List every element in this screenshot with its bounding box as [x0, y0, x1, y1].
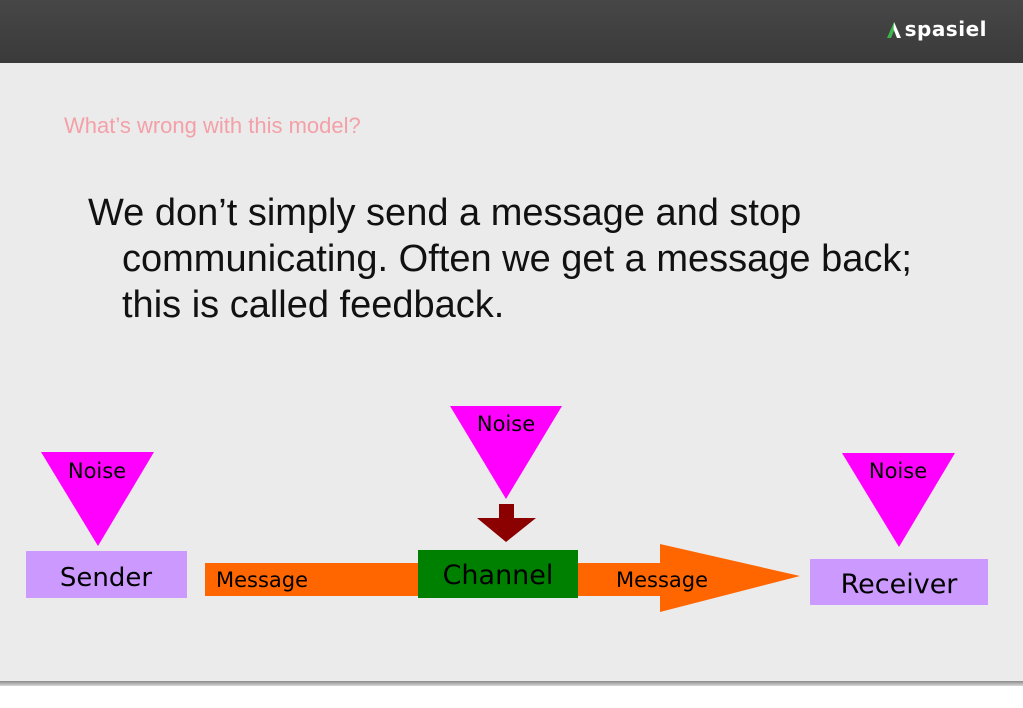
noise-right-triangle [842, 453, 955, 547]
logo: spasiel [886, 12, 987, 46]
logo-text: spasiel [904, 17, 987, 41]
slide-body-text: We don’t simply send a message and stop … [88, 192, 912, 326]
noise-center-triangle [450, 406, 562, 499]
receiver-box [810, 559, 988, 605]
noise-left-label: Noise [68, 459, 126, 483]
channel-label: Channel [443, 560, 554, 591]
slide-subtitle: What’s wrong with this model? [64, 113, 361, 138]
sender-box [26, 551, 187, 598]
down-arrow-icon [477, 504, 536, 542]
noise-right-label: Noise [869, 459, 927, 483]
sender-label: Sender [60, 563, 152, 593]
header-bar: spasiel [0, 0, 1023, 63]
logo-mark-icon [886, 22, 901, 38]
channel-box [418, 550, 578, 598]
slide-bottom-edge [0, 681, 1023, 686]
noise-center-label: Noise [477, 412, 535, 436]
message-label-right: Message [616, 568, 708, 592]
message-label-left: Message [216, 568, 308, 592]
receiver-label: Receiver [841, 569, 959, 600]
noise-left-triangle [41, 452, 154, 546]
